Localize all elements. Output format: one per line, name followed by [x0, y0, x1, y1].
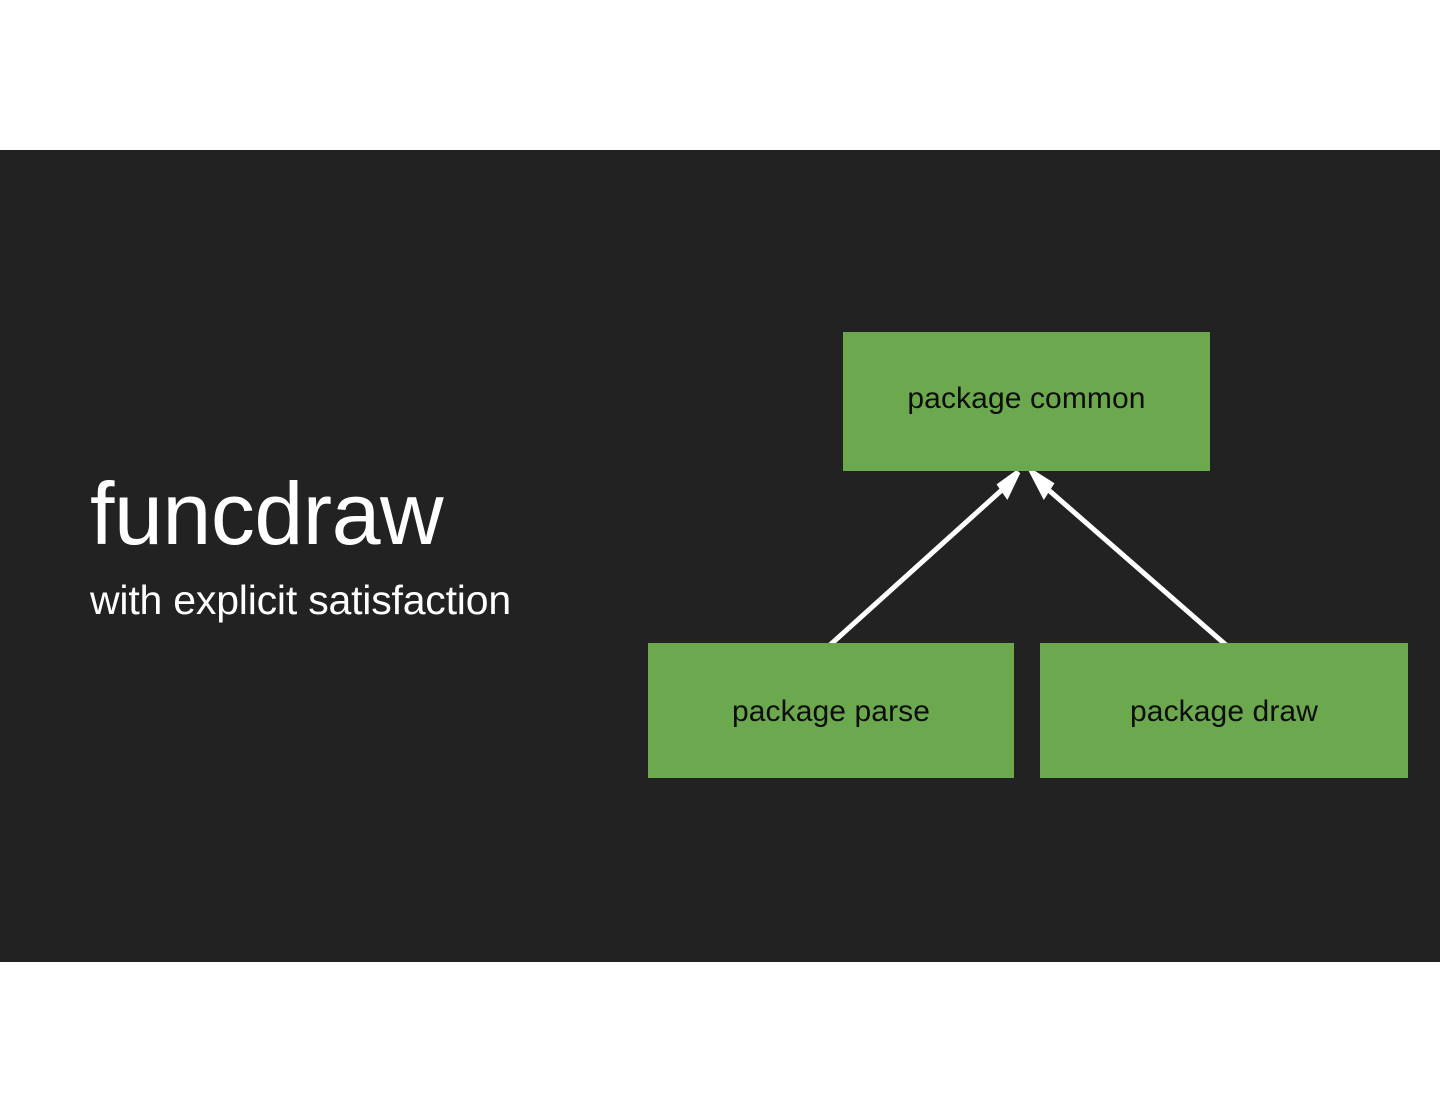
- package-node-common-label: package common: [907, 381, 1146, 415]
- slide-body: funcdraw with explicit satisfaction pack…: [0, 150, 1440, 962]
- arrowhead-draw-to-common: [1025, 464, 1055, 500]
- page-title: funcdraw: [90, 464, 444, 563]
- package-node-draw-label: package draw: [1130, 694, 1318, 728]
- page-subtitle: with explicit satisfaction: [90, 577, 511, 623]
- arrow-parse-to-common: [828, 477, 1016, 647]
- arrowhead-parse-to-common: [996, 469, 1021, 500]
- title-block: funcdraw with explicit satisfaction: [90, 470, 710, 621]
- package-node-parse-label: package parse: [731, 694, 931, 728]
- package-node-draw[interactable]: package draw: [1040, 643, 1408, 778]
- package-node-common[interactable]: package common: [843, 332, 1210, 471]
- package-node-parse[interactable]: package parse: [648, 643, 1014, 778]
- arrow-draw-to-common: [1034, 477, 1228, 647]
